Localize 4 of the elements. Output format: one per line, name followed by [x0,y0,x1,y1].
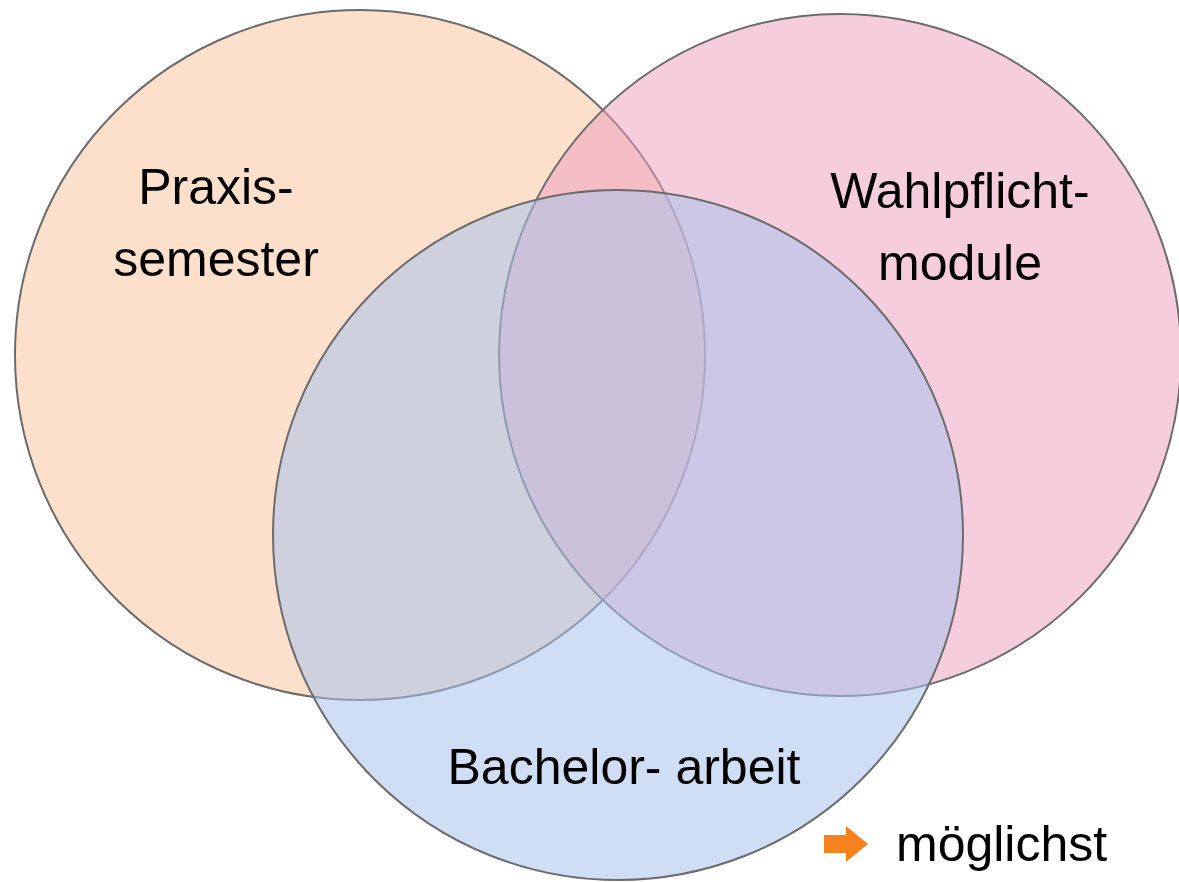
circle-label: Wahlpflicht- module [829,162,1091,293]
circle-label: Bachelor- arbeit [446,738,802,797]
note-text: möglichst [896,815,1108,874]
circle-label: Praxis- semester [112,158,320,289]
